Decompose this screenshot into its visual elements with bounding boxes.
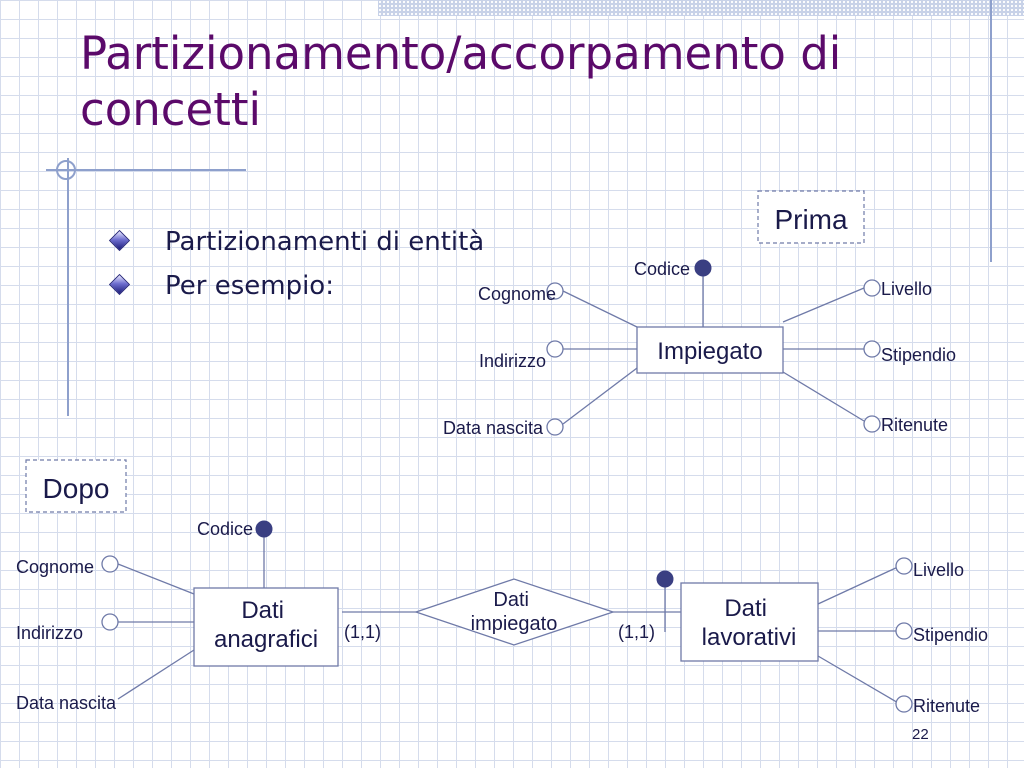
attribute-circle <box>863 279 881 297</box>
frame-vertical-left <box>67 158 69 416</box>
attribute-circle <box>546 418 564 436</box>
bullet-item: Partizionamenti di entità <box>110 220 484 264</box>
attribute-circle <box>863 340 881 358</box>
attribute-label: Cognome <box>478 284 556 304</box>
bullet-item: Per esempio: <box>110 264 484 308</box>
frame-horizontal <box>46 169 246 171</box>
attribute-label: Data nascita <box>443 418 544 438</box>
attribute-label: Cognome <box>16 557 94 577</box>
attribute-label: Ritenute <box>913 696 980 716</box>
top-decor-band <box>378 0 1024 16</box>
attribute-circle <box>895 557 913 575</box>
attribute-label: Indirizzo <box>16 623 83 643</box>
entity-impiegato-label: Impiegato <box>657 338 762 365</box>
identifier-dot <box>255 520 273 538</box>
attribute-label: Indirizzo <box>479 351 546 371</box>
bullet-text: Partizionamenti di entità <box>165 227 485 257</box>
attribute-label: Data nascita <box>16 693 117 713</box>
relationship-dati-impiegato-label: Dati impiegato <box>471 589 558 635</box>
connector-lines <box>117 268 901 705</box>
entity-impiegato <box>636 326 784 374</box>
frame-ornament-circle <box>56 160 76 180</box>
attribute-circle <box>546 340 564 358</box>
external-identifier-dot <box>656 570 674 588</box>
entity-dati-lavorativi <box>680 582 819 662</box>
attribute-circle <box>895 622 913 640</box>
page-number: 22 <box>912 726 929 743</box>
attribute-circle <box>863 415 881 433</box>
identifier-label: Codice <box>634 259 690 279</box>
attribute-circle <box>101 613 119 631</box>
frame-vertical-right <box>990 0 992 262</box>
entity-dati-lavorativi-label: Dati lavorativi <box>702 595 797 651</box>
attribute-label: Stipendio <box>913 625 988 645</box>
relationship-dati-impiegato <box>413 578 616 646</box>
bullet-text: Per esempio: <box>165 271 334 301</box>
entity-label-line: anagrafici <box>214 626 318 653</box>
cardinality-right: (1,1) <box>618 622 655 642</box>
bullet-list: Partizionamenti di entità Per esempio: <box>110 220 484 308</box>
prima-label-box <box>757 190 865 244</box>
entity-dati-anagrafici <box>193 587 339 667</box>
attribute-circle <box>895 695 913 713</box>
attribute-label: Livello <box>881 279 932 299</box>
attribute-label: Livello <box>913 560 964 580</box>
relationship-label-line: impiegato <box>471 613 558 635</box>
entity-label-line: Dati <box>724 595 767 622</box>
identifier-dot <box>694 259 712 277</box>
identifier-label: Codice <box>197 519 253 539</box>
attribute-label: Stipendio <box>881 345 956 365</box>
attribute-label: Ritenute <box>881 415 948 435</box>
entity-label-line: lavorativi <box>702 624 797 651</box>
attribute-circle <box>101 555 119 573</box>
prima-label: Prima <box>774 204 848 235</box>
dopo-label: Dopo <box>43 473 110 504</box>
cardinality-left: (1,1) <box>344 622 381 642</box>
dopo-label-box <box>25 459 127 513</box>
entity-dati-anagrafici-label: Dati anagrafici <box>214 597 318 653</box>
entity-label-line: Dati <box>241 597 284 624</box>
page-title: Partizionamento/accorpamento di concetti <box>80 27 842 136</box>
attribute-circle <box>546 282 564 300</box>
relationship-label-line: Dati <box>493 589 529 611</box>
